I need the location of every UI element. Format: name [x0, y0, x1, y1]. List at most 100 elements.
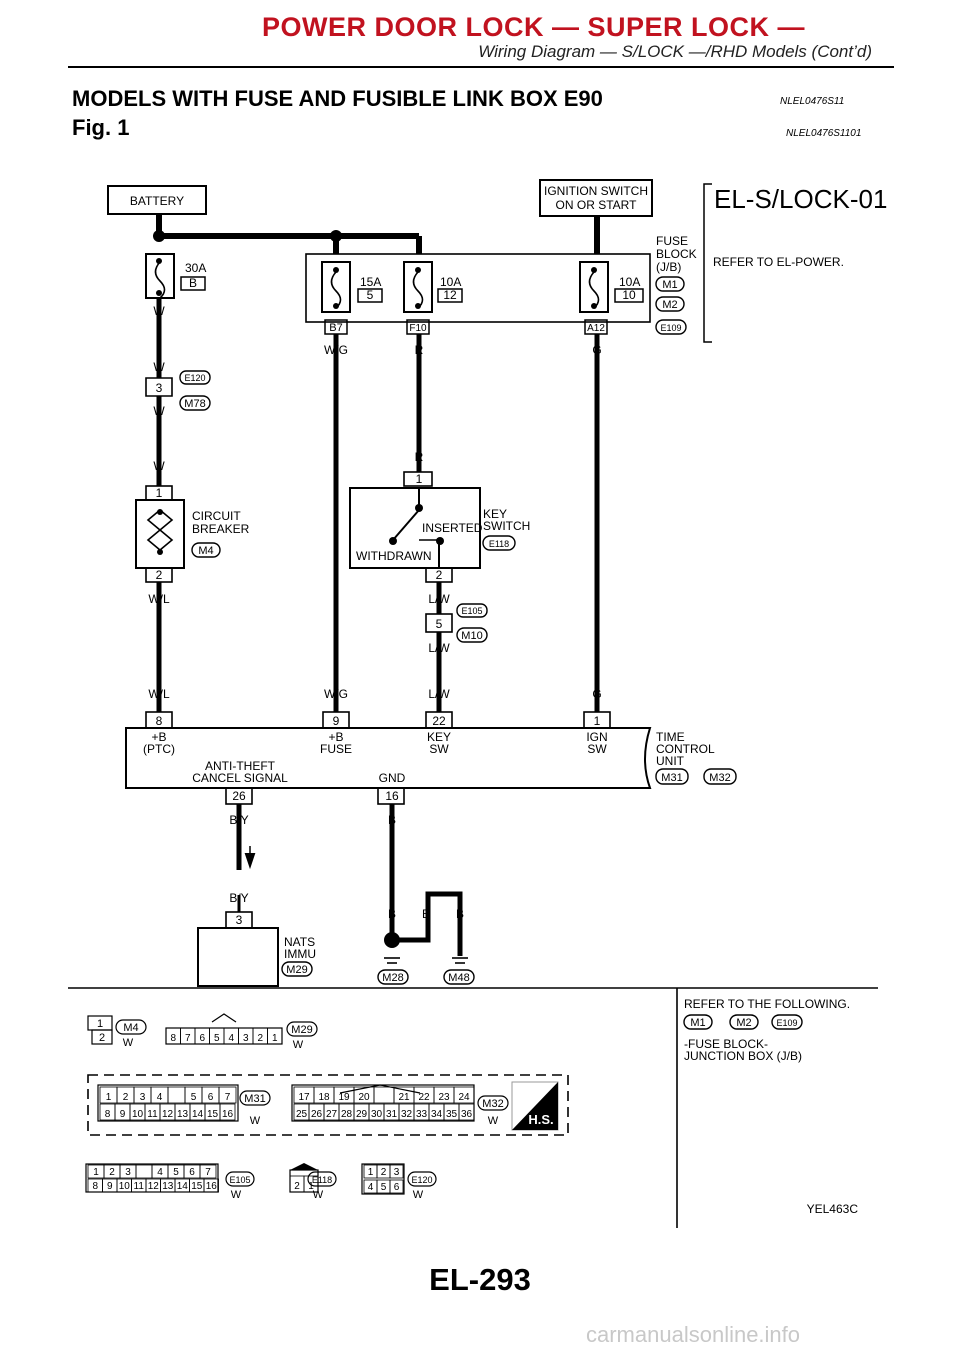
pin-number: 1 [368, 1167, 374, 1178]
pin-number: 24 [458, 1092, 470, 1103]
pin-number: 4 [228, 1033, 234, 1044]
conn-e109: E109 [660, 323, 681, 333]
conn-e105: E105 [461, 606, 482, 616]
conn-m48: M48 [448, 972, 469, 984]
key-switch-label-1: KEY [483, 507, 507, 521]
tcu-pin-8: 8 [156, 714, 163, 728]
figure-title: Fig. 1 [72, 115, 130, 140]
tcu-label-b1: +B [151, 730, 166, 744]
pin-number: 6 [394, 1182, 400, 1193]
pin-number: 16 [222, 1109, 234, 1120]
m4-face-conn: M4 [123, 1022, 138, 1034]
pin-cell [203, 1178, 219, 1193]
pin-number: 1 [308, 1181, 314, 1192]
pin-number: 14 [177, 1181, 189, 1192]
pin-cell [389, 1179, 404, 1194]
conn-m10: M10 [461, 630, 482, 642]
m32-face-color: W [488, 1115, 499, 1127]
wire-w-4: W [153, 459, 165, 473]
pin-number: 9 [107, 1181, 113, 1192]
conn-m1: M1 [662, 279, 677, 291]
pin-cell [303, 1175, 319, 1193]
conn-m32: M32 [709, 772, 730, 784]
pin-number: 10 [119, 1181, 131, 1192]
wire-wl-1: W/L [148, 592, 170, 606]
wire-g-1: G [592, 343, 601, 357]
pin-cell [219, 1103, 236, 1121]
conn-e120: E120 [184, 373, 205, 383]
m4-face-pin-1: 1 [97, 1018, 103, 1030]
e105-face-conn: E105 [229, 1175, 250, 1185]
tcu-pin-1: 1 [594, 714, 601, 728]
pin-number: 3 [243, 1033, 249, 1044]
pin-number: 1 [272, 1033, 278, 1044]
pin-number: 20 [358, 1092, 370, 1103]
circuit-breaker-label-1: CIRCUIT [192, 509, 241, 523]
refer-conn-e109: E109 [776, 1018, 797, 1028]
fuse10a-id: 12 [443, 288, 457, 302]
pin-number: 5 [214, 1033, 220, 1044]
pin-cell [199, 1164, 217, 1179]
section-code: NLEL0476S11 [780, 96, 845, 107]
pin-number: 6 [208, 1092, 214, 1103]
conn-e118: E118 [489, 539, 509, 549]
e118-face-conn: E118 [312, 1175, 332, 1185]
pin-number: 33 [416, 1109, 428, 1120]
fuse10a-amp: 10A [440, 275, 461, 289]
pin-number: 8 [105, 1109, 111, 1120]
nats-pin-3: 3 [236, 913, 243, 927]
pin-number: 6 [189, 1167, 195, 1178]
m32-face-conn: M32 [482, 1098, 503, 1110]
pin-number: 12 [148, 1181, 160, 1192]
e118-face-color: W [313, 1189, 324, 1201]
nats-immu-box [197, 927, 279, 987]
conn-m31: M31 [661, 772, 682, 784]
wire-w-2: W [153, 360, 165, 374]
nats-label-2: IMMU [284, 947, 316, 961]
pin-number: 15 [191, 1181, 203, 1192]
wire-r-2: R [415, 450, 424, 464]
pin-number: 7 [225, 1092, 231, 1103]
terminal-f10: F10 [409, 323, 427, 334]
wire-wg-2: W/G [324, 687, 348, 701]
refer-following-label: REFER TO THE FOLLOWING. [684, 997, 850, 1011]
conn-m78: M78 [184, 398, 205, 410]
wire-r-1: R [415, 343, 424, 357]
pin-number: 12 [162, 1109, 174, 1120]
tcu-label-anti1: ANTI-THEFT [205, 759, 276, 773]
pin-number: 11 [134, 1181, 145, 1192]
header-divider [68, 66, 894, 68]
pin-number: 4 [157, 1092, 163, 1103]
e105-face-color: W [231, 1189, 242, 1201]
wire-b-3: B [422, 907, 430, 921]
wire-w-3: W [153, 404, 165, 418]
tcu-label-fuse2: FUSE [320, 742, 352, 756]
fuse10b-amp: 10A [619, 275, 640, 289]
pin-number: 30 [371, 1109, 383, 1120]
wire-by-2: B/Y [229, 891, 248, 905]
section-title: MODELS WITH FUSE AND FUSIBLE LINK BOX E9… [72, 86, 603, 111]
pin-cell [458, 1103, 475, 1121]
pin-number: 32 [401, 1109, 413, 1120]
wire-g-2: G [592, 687, 601, 701]
key-inserted-label: INSERTED [422, 521, 483, 535]
cb-pin-1: 1 [156, 486, 163, 500]
conn-m29: M29 [286, 964, 307, 976]
watermark: carmanualsonline.info [586, 1322, 801, 1347]
wire-wg-1: W/G [324, 343, 348, 357]
e120-face-color: W [413, 1189, 424, 1201]
m31-face-color: W [250, 1115, 261, 1127]
pin-number: 3 [394, 1167, 400, 1178]
pin-number: 8 [92, 1181, 98, 1192]
wire-wl-2: W/L [148, 687, 170, 701]
tcu-pin-26: 26 [232, 789, 246, 803]
pin-number: 4 [368, 1182, 374, 1193]
fuse-block-label-1: FUSE [656, 234, 688, 248]
fuse30-amp: 30A [185, 261, 206, 275]
pin-number: 17 [298, 1092, 310, 1103]
tcu-name-1: TIME [656, 730, 685, 744]
pin-cell [453, 1086, 475, 1104]
tcu-label-fuse1: +B [328, 730, 343, 744]
pin-3: 3 [156, 381, 163, 395]
